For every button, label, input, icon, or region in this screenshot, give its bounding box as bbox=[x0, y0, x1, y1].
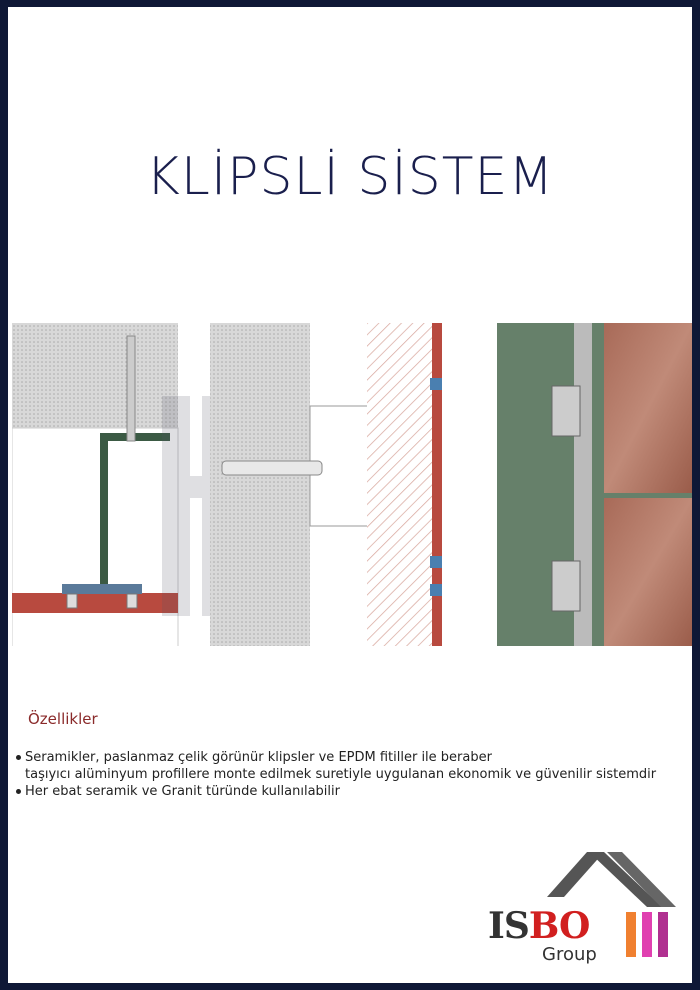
logo-subtitle: Group bbox=[542, 944, 597, 965]
isbo-group-logo: ISBO Group bbox=[482, 852, 692, 977]
logo-wordmark: ISBO bbox=[488, 905, 590, 947]
feature-text: Seramikler, paslanmaz çelik görünür klip… bbox=[25, 750, 492, 765]
feature-item: Seramikler, paslanmaz çelik görünür klip… bbox=[16, 749, 656, 783]
features-heading: Özellikler bbox=[28, 710, 98, 728]
feature-text: Her ebat seramik ve Granit türünde kulla… bbox=[25, 784, 340, 799]
page-title: KLİPSLİ SİSTEM bbox=[145, 147, 555, 207]
installed-facade-render bbox=[497, 323, 692, 646]
cladding-system-illustration bbox=[12, 323, 692, 646]
page: KLİPSLİ SİSTEM bbox=[8, 7, 692, 983]
roof-icon bbox=[547, 852, 676, 957]
bullet-icon bbox=[16, 789, 21, 794]
features-list: Seramikler, paslanmaz çelik görünür klip… bbox=[16, 749, 656, 800]
section-detail-panel bbox=[12, 323, 179, 646]
feature-item: Her ebat seramik ve Granit türünde kulla… bbox=[16, 783, 656, 800]
bullet-icon bbox=[16, 755, 21, 760]
wall-section-panel bbox=[367, 323, 442, 646]
feature-text: taşıyıcı alüminyum profillere monte edil… bbox=[25, 767, 657, 782]
